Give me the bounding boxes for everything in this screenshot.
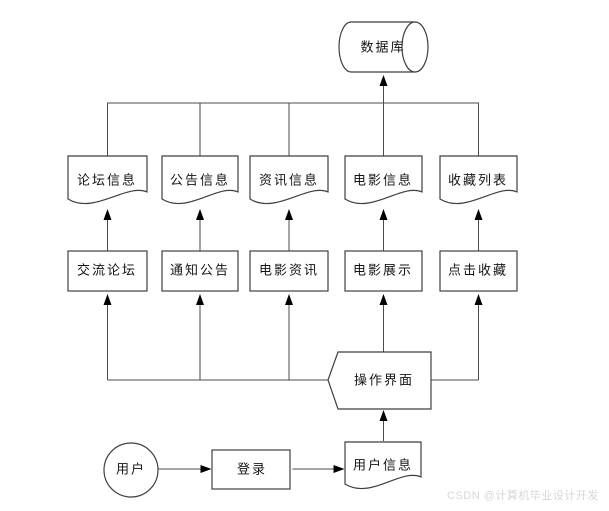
fn-forum-label: 交流论坛 [76, 262, 138, 278]
doc-forum-info-label: 论坛信息 [76, 172, 138, 188]
connectors [103, 75, 483, 473]
fn-forum-rect [67, 250, 148, 292]
fn-favorite-label: 点击收藏 [447, 262, 509, 278]
bus-line [107, 102, 479, 156]
database-label: 数据库 [360, 39, 406, 55]
fn-movieshow-rect [344, 250, 423, 292]
database-cylinder-shape [338, 21, 415, 73]
fn-movienews-rect [249, 250, 329, 292]
doc-news-info-shape [249, 155, 329, 205]
doc-favorites-shape [439, 155, 518, 205]
node-shapes [67, 21, 518, 498]
doc-news-info-label: 资讯信息 [258, 172, 320, 188]
interface-shape [327, 351, 432, 410]
user-label: 用户 [115, 461, 147, 477]
doc-notice-info-shape [161, 155, 239, 205]
fn-movienews-label: 电影资讯 [258, 262, 320, 278]
fn-notice-rect [161, 250, 239, 292]
interface-label: 操作界面 [353, 372, 415, 388]
csdn-watermark: CSDN @计算机毕业设计开发 [447, 490, 599, 502]
doc-forum-info-shape [67, 155, 148, 205]
user-circle-shape [103, 442, 159, 498]
doc-favorites-label: 收藏列表 [447, 172, 509, 188]
fn-notice-label: 通知公告 [169, 262, 231, 278]
userinfo-label: 用户信息 [352, 457, 414, 473]
login-label: 登录 [236, 461, 268, 477]
doc-userinfo-shape [344, 441, 422, 490]
login-rect [211, 449, 291, 490]
doc-movie-info-label: 电影信息 [352, 172, 414, 188]
database-cylinder-cap [401, 21, 429, 73]
doc-notice-info-label: 公告信息 [169, 172, 231, 188]
fn-movieshow-label: 电影展示 [352, 262, 414, 278]
doc-movie-info-shape [344, 155, 423, 205]
fn-favorite-rect [439, 250, 518, 292]
